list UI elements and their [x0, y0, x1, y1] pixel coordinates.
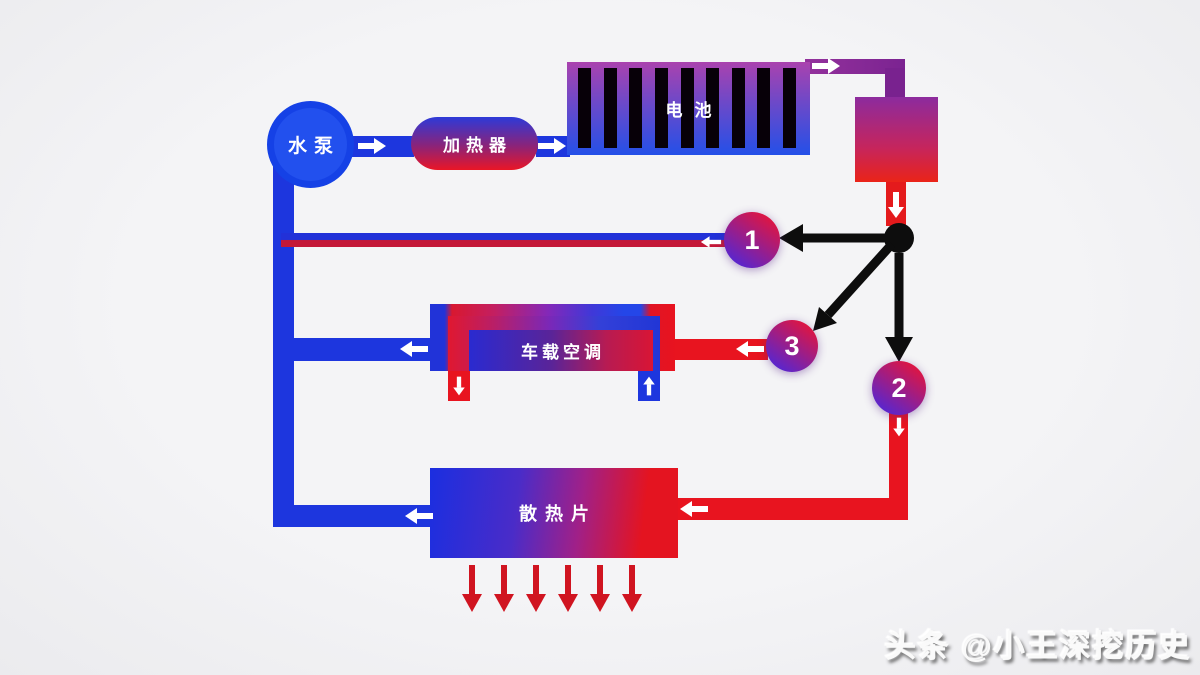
branch-1-label: 1	[744, 224, 760, 255]
airflow-arrow-icon	[622, 565, 642, 612]
flow-arrow-down-icon	[893, 417, 905, 437]
battery-cell	[654, 68, 668, 148]
battery-cell	[603, 68, 617, 148]
battery-label: 电池	[665, 101, 724, 120]
heater: 加热器	[411, 117, 538, 170]
battery-cell	[731, 68, 745, 148]
branch-3-label: 3	[784, 330, 800, 361]
flow-arrow-left-icon	[405, 508, 433, 524]
airflow-arrow-icon	[494, 565, 514, 612]
flow-arrow-right-icon	[812, 58, 840, 74]
airflow-arrow-icon	[462, 565, 482, 612]
branch-2-label: 2	[891, 372, 907, 403]
radiator-label: 散热片	[519, 504, 597, 524]
airflow-arrow-icon	[558, 565, 578, 612]
branch-circle-3: 3	[766, 320, 818, 372]
arrowhead-branch-1	[779, 224, 803, 252]
flow-arrow-up-icon	[643, 376, 655, 396]
pipe-branch-1-return	[281, 233, 727, 247]
watermark: 头条 @小王深挖历史	[885, 629, 1192, 664]
heater-label: 加热器	[443, 136, 512, 155]
heat-exchanger-box	[855, 97, 938, 182]
pipe-into-exchanger-box	[885, 68, 905, 98]
radiator-airflow	[462, 565, 642, 613]
radiator: 散热片	[430, 468, 678, 558]
cabin-ac-unit: 车载空调	[469, 330, 653, 371]
battery-pack: 电池	[567, 62, 810, 155]
flow-arrow-down-icon	[888, 192, 904, 218]
flow-arrow-left-icon	[680, 501, 708, 517]
branch-circle-2: 2	[872, 361, 926, 415]
water-pump: 水泵	[267, 101, 354, 188]
flow-arrow-right-icon	[358, 138, 386, 154]
junction-flow-arrows	[779, 223, 914, 362]
flow-arrow-left-icon	[700, 236, 722, 248]
arrowhead-branch-3	[813, 307, 837, 331]
flow-arrow-left-icon	[736, 341, 764, 357]
flow-arrow-right-icon	[538, 138, 566, 154]
battery-cell	[680, 68, 694, 148]
battery-cells	[578, 68, 796, 148]
pipe-branch-2-down	[889, 412, 908, 520]
arrow-to-branch-3	[824, 240, 896, 319]
arrowhead-branch-2	[885, 337, 913, 362]
pipe-branch-2-to-radiator	[678, 498, 908, 520]
battery-cell	[629, 68, 643, 148]
pipe-ac-return	[281, 338, 430, 361]
battery-cell	[578, 68, 591, 148]
water-pump-label: 水泵	[287, 136, 340, 157]
flow-arrow-left-icon	[400, 341, 428, 357]
battery-cell	[706, 68, 720, 148]
cabin-ac-label: 车载空调	[521, 343, 605, 362]
pipe-radiator-return	[281, 505, 430, 527]
battery-cell	[757, 68, 771, 148]
flow-arrow-down-icon	[453, 376, 465, 396]
branch-circle-1: 1	[724, 212, 780, 268]
battery-cell	[783, 68, 796, 148]
airflow-arrow-icon	[590, 565, 610, 612]
airflow-arrow-icon	[526, 565, 546, 612]
